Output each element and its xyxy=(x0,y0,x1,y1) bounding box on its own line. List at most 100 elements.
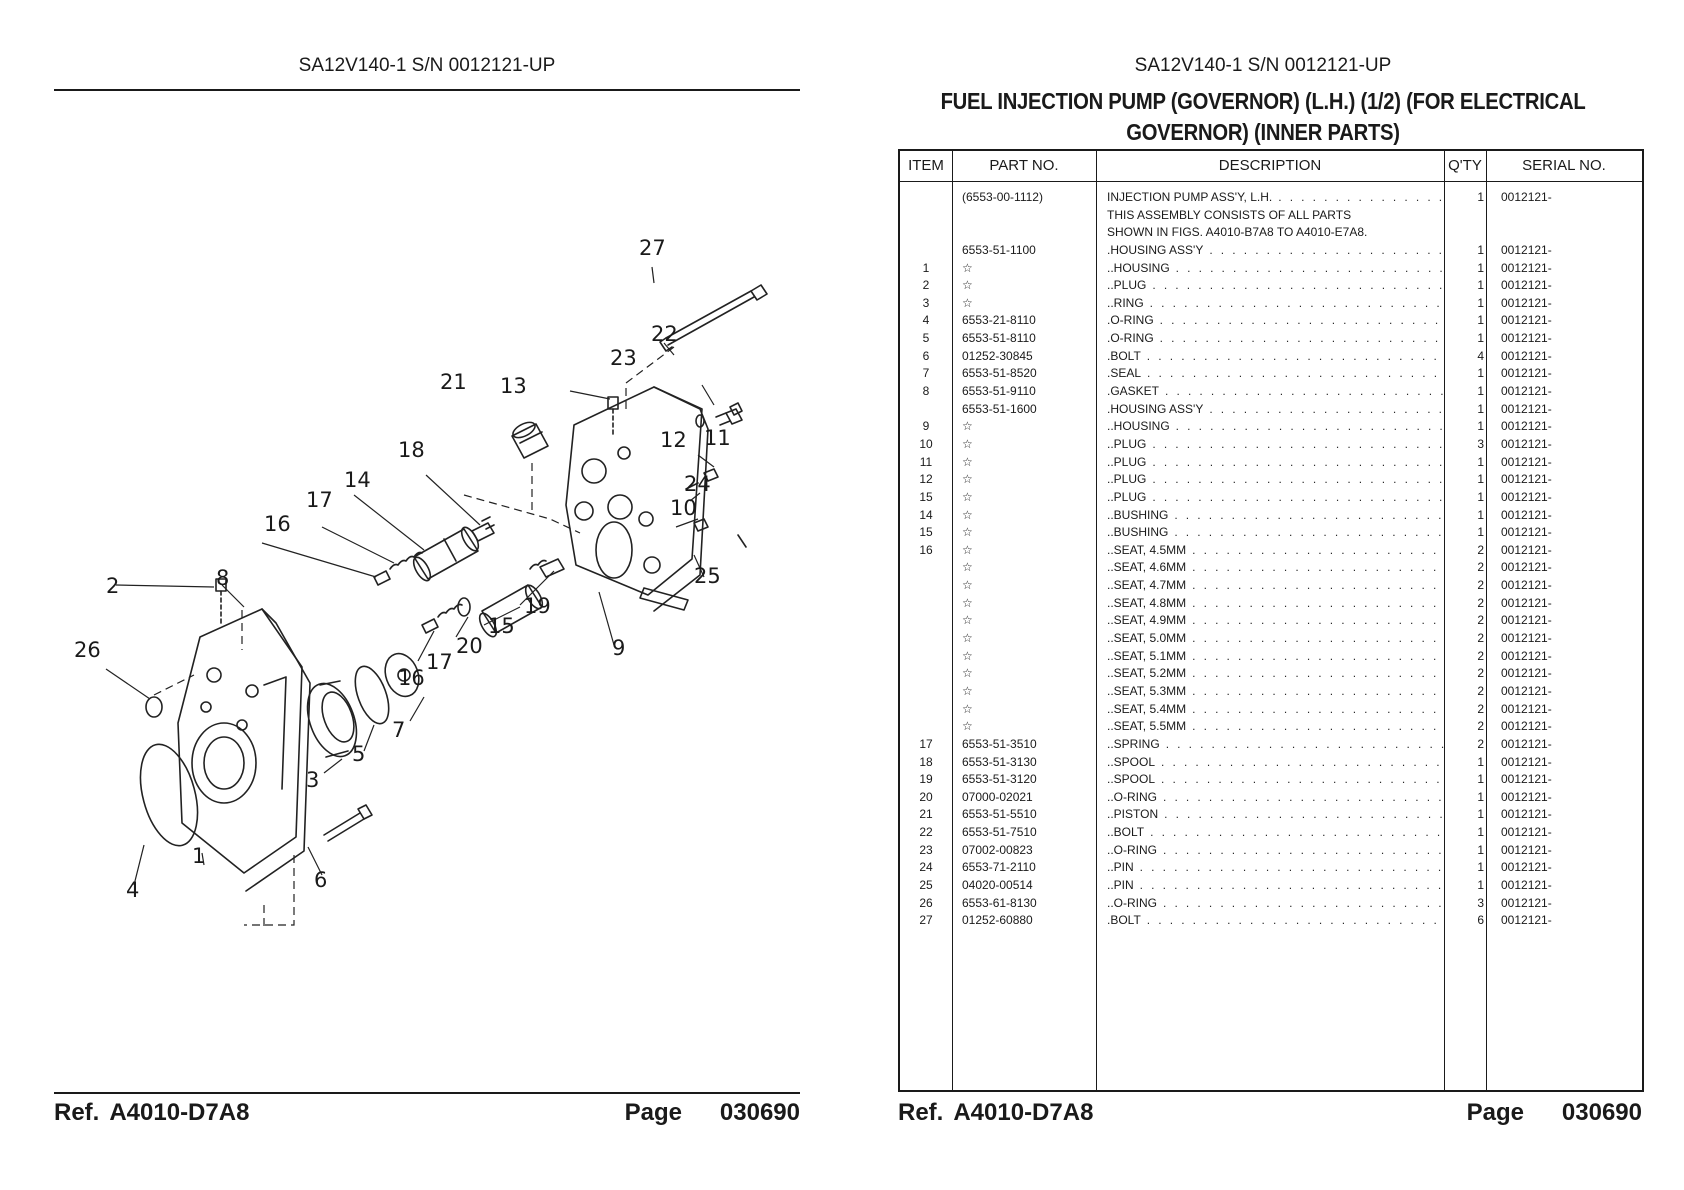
description-cell: .O-RING . . . . . . . . . . . . . . . . … xyxy=(1107,312,1445,330)
oring-4-drawing xyxy=(139,743,199,847)
housing-1-drawing xyxy=(177,608,311,892)
table-row: THIS ASSEMBLY CONSISTS OF ALL PARTS xyxy=(900,207,1642,225)
part-no-cell: ☆ xyxy=(962,683,973,698)
item-cell: 8 xyxy=(922,384,930,399)
footer-rule xyxy=(54,1092,800,1094)
description-text: ..PLUG xyxy=(1107,278,1147,293)
header-rule xyxy=(54,89,800,91)
qty-cell xyxy=(1448,207,1484,225)
part-no-cell: ☆ xyxy=(962,419,973,434)
dot-leader: . . . . . . . . . . . . . . . . . . . . … xyxy=(1163,789,1445,804)
part-no-cell: 6553-51-9110 xyxy=(962,384,1036,399)
part-no-cell: 6553-51-3130 xyxy=(962,754,1037,769)
page-title-line1: FUEL INJECTION PUMP (GOVERNOR) (L.H.) (1… xyxy=(940,88,1586,114)
description-cell: ..BOLT . . . . . . . . . . . . . . . . .… xyxy=(1107,824,1445,842)
qty-cell: 1 xyxy=(1477,366,1484,381)
item-cell xyxy=(900,701,952,719)
callout-5: 5 xyxy=(352,742,365,766)
description-cell: ..PLUG . . . . . . . . . . . . . . . . .… xyxy=(1107,489,1445,507)
description-text: ..SEAT, 5.2MM xyxy=(1107,666,1187,681)
housing-9-drawing xyxy=(565,386,709,612)
description-text: ..SPOOL xyxy=(1107,754,1156,769)
serial-cell: 0012121- xyxy=(1501,578,1552,593)
spool-18-drawing xyxy=(471,516,495,542)
part-no-cell: 01252-30845 xyxy=(962,348,1033,363)
serial-cell: 0012121- xyxy=(1501,613,1552,628)
serial-cell: 0012121- xyxy=(1501,313,1552,328)
item-cell xyxy=(900,612,952,630)
item-cell: 9 xyxy=(922,419,930,434)
dot-leader: . . . . . . . . . . . . . . . . . . . . … xyxy=(1192,666,1445,681)
col-divider xyxy=(952,151,953,1090)
qty-cell: 1 xyxy=(1477,190,1484,204)
description-text: .O-RING xyxy=(1107,331,1154,346)
qty-cell: 1 xyxy=(1477,842,1484,857)
qty-cell: 2 xyxy=(1477,701,1484,716)
dot-leader: . . . . . . . . . . . . . . . . . . . . … xyxy=(1278,190,1445,204)
qty-cell: 6 xyxy=(1477,913,1484,928)
col-divider xyxy=(1096,151,1097,1090)
item-cell: 21 xyxy=(919,807,933,822)
part-no-cell: 07002-00823 xyxy=(962,842,1033,857)
serial-cell: 0012121- xyxy=(1501,489,1552,504)
part-no-cell: 6553-51-3120 xyxy=(962,772,1037,787)
item-cell xyxy=(900,630,952,648)
callout-23: 23 xyxy=(610,346,637,370)
qty-cell: 1 xyxy=(1477,507,1484,522)
dot-leader: . . . . . . . . . . . . . . . . . . . . … xyxy=(1149,295,1445,310)
part-no-cell: 04020-00514 xyxy=(962,877,1033,892)
item-cell: 7 xyxy=(922,366,930,381)
ref-label: Ref. xyxy=(898,1099,944,1126)
description-text: ..BOLT xyxy=(1107,825,1145,840)
qty-cell: 2 xyxy=(1477,631,1484,646)
description-cell: .O-RING . . . . . . . . . . . . . . . . … xyxy=(1107,330,1445,348)
description-text: INJECTION PUMP ASS'Y, L.H. xyxy=(1107,190,1273,204)
description-text: ..SPOOL xyxy=(1107,772,1156,787)
callout-7: 7 xyxy=(392,718,405,742)
description-cell: ..PIN . . . . . . . . . . . . . . . . . … xyxy=(1107,859,1445,877)
dot-leader: . . . . . . . . . . . . . . . . . . . . … xyxy=(1192,648,1445,663)
serial-cell: 0012121- xyxy=(1501,683,1552,698)
qty-cell: 2 xyxy=(1477,719,1484,734)
bushing-15-drawing xyxy=(478,584,544,638)
description-text: ..SEAT, 4.8MM xyxy=(1107,595,1187,610)
page-label: Page xyxy=(624,1099,682,1126)
part-no-cell: ☆ xyxy=(962,507,973,522)
callout-20: 20 xyxy=(456,634,483,658)
description-cell: ..SEAT, 5.0MM . . . . . . . . . . . . . … xyxy=(1107,630,1445,648)
serial-cell: 0012121- xyxy=(1501,825,1552,840)
item-cell xyxy=(900,718,952,736)
item-cell xyxy=(900,683,952,701)
item-cell: 14 xyxy=(919,507,933,522)
description-cell: ..SEAT, 4.8MM . . . . . . . . . . . . . … xyxy=(1107,595,1445,613)
item-cell: 23 xyxy=(919,842,933,857)
description-text: ..BUSHING xyxy=(1107,507,1169,522)
dot-leader: . . . . . . . . . . . . . . . . . . . . … xyxy=(1192,542,1445,557)
bolt-27-drawing xyxy=(659,284,768,352)
part-no-cell: 6553-51-7510 xyxy=(962,825,1037,840)
part-no-cell: 6553-51-3510 xyxy=(962,736,1037,751)
description-text: .BOLT xyxy=(1107,913,1141,928)
item-cell: 15 xyxy=(919,525,933,540)
ref-block: Ref.A4010-D7A8 xyxy=(54,1099,249,1127)
description-cell: .HOUSING ASS'Y . . . . . . . . . . . . .… xyxy=(1107,401,1445,419)
qty-cell xyxy=(1448,224,1484,242)
item-cell: 4 xyxy=(922,313,930,328)
description-cell: ..PLUG . . . . . . . . . . . . . . . . .… xyxy=(1107,436,1445,454)
description-cell: THIS ASSEMBLY CONSISTS OF ALL PARTS xyxy=(1107,207,1445,225)
item-cell: 16 xyxy=(919,542,933,557)
part-no-cell: ☆ xyxy=(962,719,973,734)
callout-1: 1 xyxy=(192,844,205,868)
description-text: .SEAL xyxy=(1107,366,1142,381)
item-cell xyxy=(900,577,952,595)
